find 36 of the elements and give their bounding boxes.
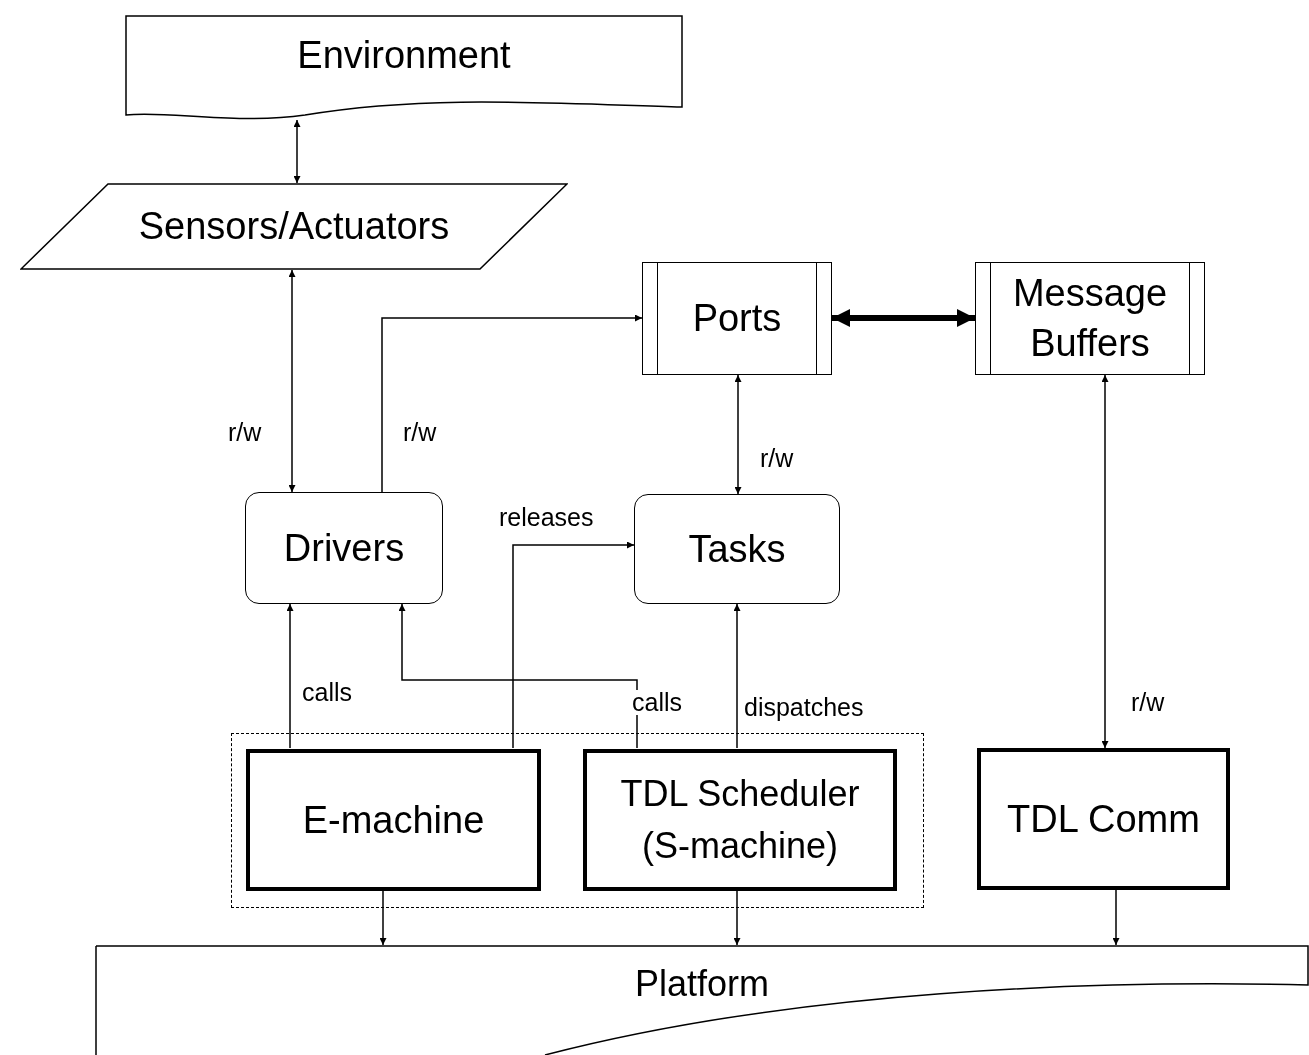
node-label: Drivers xyxy=(283,525,405,571)
edge-label: dispatches xyxy=(744,695,864,720)
node-label: Message Buffers xyxy=(1011,271,1169,366)
rounded-box xyxy=(634,494,840,604)
node-label: Platform xyxy=(634,962,769,1006)
arrow xyxy=(288,269,296,493)
node-label: Tasks xyxy=(688,526,786,572)
arrow xyxy=(293,119,301,184)
node-label: Sensors/Actuators xyxy=(138,204,450,249)
node-label: Ports xyxy=(692,296,782,341)
thick-box xyxy=(583,749,897,891)
arrow xyxy=(734,374,742,495)
rounded-box xyxy=(245,492,443,604)
arrow xyxy=(733,603,741,749)
thick-box xyxy=(246,749,541,891)
document-shape xyxy=(125,15,683,120)
dashed-group-box xyxy=(231,733,924,908)
node-label: Environment xyxy=(297,33,511,78)
arrow xyxy=(398,603,638,749)
arrow xyxy=(733,889,741,946)
node-label: E-machine xyxy=(302,797,485,843)
arrow xyxy=(286,603,294,749)
edge-label: calls xyxy=(632,690,682,715)
arrow xyxy=(381,314,643,493)
document-shape xyxy=(95,945,1309,1055)
arrow xyxy=(379,889,387,946)
arrow xyxy=(832,309,975,327)
arrow xyxy=(1101,374,1109,749)
thick-box xyxy=(977,748,1230,890)
process-box xyxy=(975,262,1205,375)
node-label: TDL Scheduler (S-machine) xyxy=(619,771,861,868)
arrow xyxy=(1112,889,1120,946)
arrow xyxy=(512,541,635,749)
parallelogram-shape xyxy=(20,183,568,270)
process-box xyxy=(642,262,832,375)
node-label: TDL Comm xyxy=(1007,796,1200,842)
